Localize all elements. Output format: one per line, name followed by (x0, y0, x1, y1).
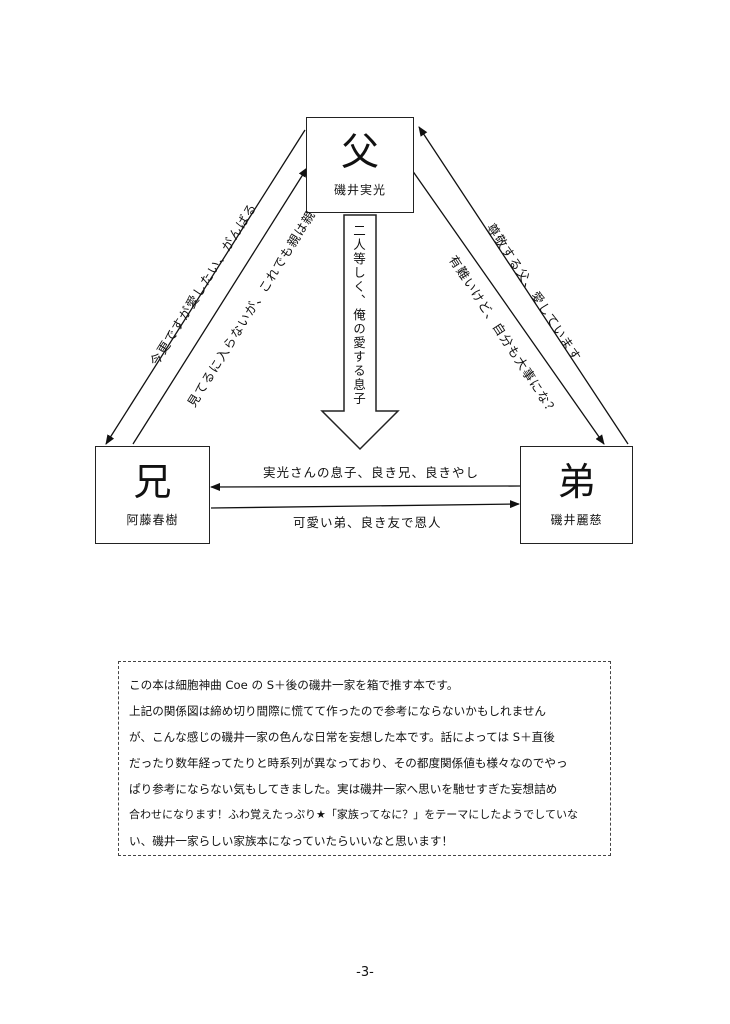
node-brother: 兄 阿藤春樹 (95, 446, 210, 544)
label-younger-to-brother: 実光さんの息子、良き兄、良きやし (263, 465, 480, 480)
note-line: だったり数年経ってたりと時系列が異なっており、その都度関係値も様々なのでやっ (129, 756, 568, 770)
note-line: 上記の関係図は締め切り間際に慌てて作ったので参考にならないかもしれません (129, 704, 547, 718)
brother-role: 兄 (133, 459, 172, 504)
arrow-brother-to-younger (210, 500, 520, 509)
label-brother-to-younger: 可愛い弟、良き友で恩人 (293, 515, 442, 530)
father-name: 磯井実光 (333, 182, 386, 197)
node-father: 父 磯井実光 (306, 117, 414, 213)
big-down-arrow (320, 214, 400, 451)
younger-role: 弟 (557, 459, 596, 504)
arrow-younger-to-brother (210, 482, 521, 491)
page-number: -3- (356, 965, 374, 980)
younger-name: 磯井麗慈 (550, 512, 603, 527)
intro-note: この本は細胞神曲 Coe の S＋後の磯井一家を箱で推す本です。 上記の関係図は… (118, 661, 611, 856)
note-line: い、磯井一家らしい家族本になっていたらいいなと思います！ (129, 834, 454, 848)
arrow-younger-to-father (418, 126, 629, 445)
note-line: が、こんな感じの磯井一家の色んな日常を妄想した本です。話によっては S＋直後 (129, 730, 555, 744)
father-role: 父 (340, 129, 379, 174)
arrow-father-to-brother (105, 129, 306, 445)
note-line: この本は細胞神曲 Coe の S＋後の磯井一家を箱で推す本です。 (129, 678, 459, 692)
arrow-brother-to-father (132, 167, 308, 445)
label-father-center: 二人等しく、俺の愛する息子 (351, 224, 366, 406)
note-line: 合わせになります！ふわ覚えたっぷり★「家族ってなに？」をテーマにしたようでしてい… (129, 808, 578, 821)
brother-name: 阿藤春樹 (126, 512, 179, 527)
node-younger-brother: 弟 磯井麗慈 (520, 446, 633, 544)
note-line: ぱり参考にならない気もしてきました。実は磯井一家へ思いを馳せすぎた妄想詰め (129, 782, 558, 796)
arrow-father-to-younger (411, 169, 605, 445)
